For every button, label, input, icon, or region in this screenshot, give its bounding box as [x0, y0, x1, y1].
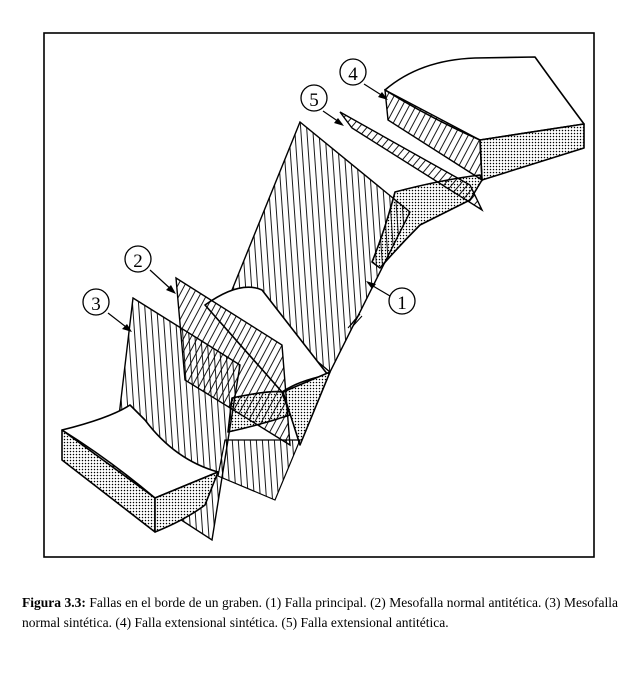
caption-label: Figura 3.3:	[22, 595, 86, 610]
label-4: 4	[339, 58, 388, 100]
fault-block-diagram: 1 2 3 4 5	[43, 32, 595, 558]
label-5-text: 5	[309, 90, 319, 111]
label-3: 3	[82, 288, 132, 332]
caption-text: Fallas en el borde de un graben. (1) Fal…	[22, 595, 619, 630]
lower-block	[61, 404, 219, 533]
figure-caption: Figura 3.3: Fallas en el borde de un gra…	[22, 593, 618, 633]
fault-5-plane	[339, 111, 484, 212]
label-1-slip-marks	[347, 313, 363, 329]
label-2-text: 2	[133, 251, 143, 272]
label-4-text: 4	[348, 64, 358, 85]
label-5: 5	[300, 84, 344, 126]
label-1-text: 1	[397, 293, 407, 314]
label-2: 2	[124, 245, 176, 294]
label-3-text: 3	[91, 294, 101, 315]
label-1: 1	[366, 281, 416, 315]
fault-4-plane	[384, 88, 483, 182]
